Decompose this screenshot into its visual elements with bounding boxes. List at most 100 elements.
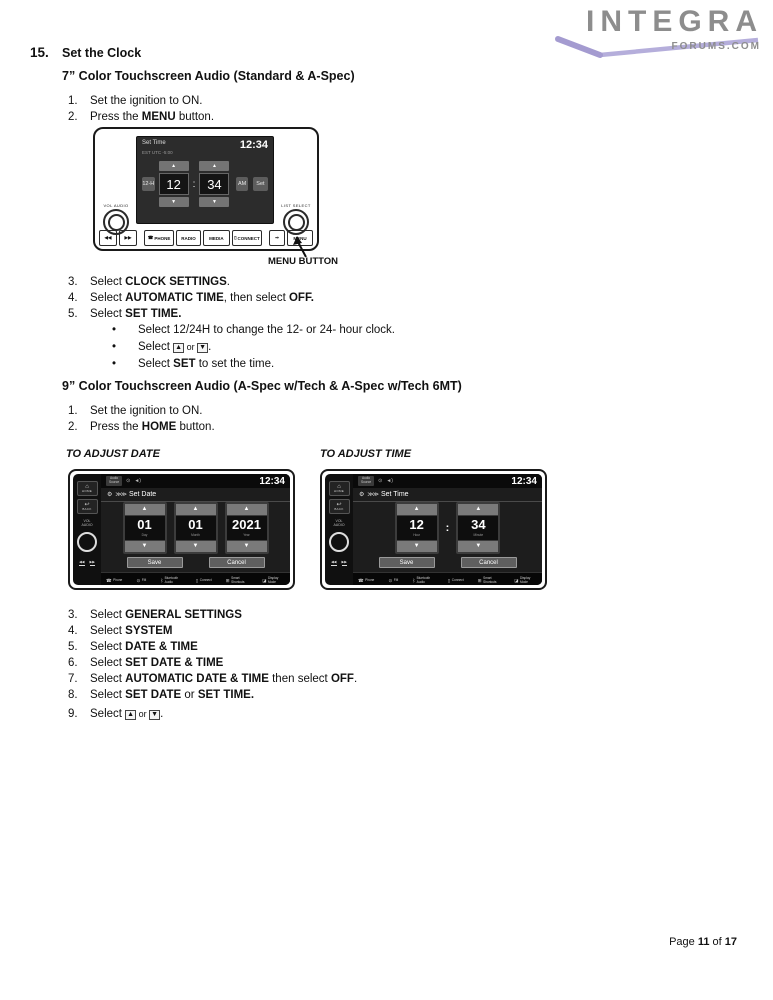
hour-value: 12 (409, 517, 424, 532)
dock-display-mode: ◪Display Mode (262, 575, 279, 584)
12h-mode-button: 12-H (142, 177, 155, 191)
step-row: 6. Select SET DATE & TIME (68, 655, 357, 671)
cancel-button: Cancel (460, 557, 517, 568)
connect-icon: ▯ (234, 235, 237, 240)
fm-icon: ⊙ (388, 577, 393, 583)
step-row: 3. Select CLOCK SETTINGS. (68, 274, 395, 290)
seek-forward-icon: ▶▶ (89, 559, 95, 566)
status-circle-icon: ⊙ (378, 478, 383, 484)
day-value: 01 (137, 517, 152, 532)
ampm-button: AM (236, 177, 248, 191)
step-text: Select SET DATE or SET TIME. (90, 689, 255, 701)
bluetooth-icon: ᛒ (160, 578, 164, 583)
seek-forward-icon: ▶▶ (124, 235, 132, 240)
volume-label: VOL AUDIO (333, 519, 345, 528)
home-button: ⌂ HOME (76, 481, 98, 496)
step-number: 7. (68, 673, 78, 685)
clock-readout: 12:34 (239, 139, 268, 151)
speaker-icon: ◄) (386, 478, 393, 484)
phone-icon: ☎ (147, 235, 154, 240)
screen-title: Set Time (142, 140, 166, 146)
status-circle-icon: ⊙ (126, 478, 131, 484)
list-label: LIST (281, 203, 292, 208)
step-row: 2. Press the HOME button. (68, 419, 215, 435)
radio7-screen: Set Time 12:34 EST UTC -5:00 12-H ▲ 12 ▼… (136, 136, 274, 224)
back-icon: ↩ (336, 502, 342, 508)
bullet-marker: • (112, 358, 117, 370)
clock-readout: 12:34 (259, 475, 285, 487)
step-row: 9. Select ▲ or ▼. (68, 706, 357, 722)
seek-buttons: ◀◀ ▶▶ (79, 560, 95, 566)
save-button: Save (378, 557, 435, 568)
step-row: 4. Select AUTOMATIC TIME, then select OF… (68, 290, 395, 306)
step-row: 1. Set the ignition to ON. (68, 403, 215, 419)
volume-knob (329, 531, 349, 552)
step-row: 7. Select AUTOMATIC DATE & TIME then sel… (68, 671, 357, 687)
knob-circle (283, 209, 309, 235)
phone-button: ☎PHONE (144, 230, 175, 246)
day-up-icon: ▲ (124, 504, 165, 515)
volume-knob (77, 531, 97, 552)
screen-header: ⚙ ≫≫ Set Time (353, 488, 542, 502)
logo-wordmark: INTEGRA (586, 5, 763, 38)
section9-steps-bottom: 3. Select GENERAL SETTINGS 4. Select SYS… (68, 607, 357, 722)
seek-forward-button: ▶▶ (119, 230, 137, 246)
step-row: 3. Select GENERAL SETTINGS (68, 607, 357, 623)
step-text: Select AUTOMATIC DATE & TIME then select… (90, 673, 358, 685)
gear-icon: ⚙ (107, 492, 113, 498)
bullet-text: Select SET to set the time. (138, 358, 275, 370)
back-button: ↩ BACK (76, 499, 98, 514)
smart-shortcuts-icon: ⊞ (477, 577, 482, 583)
page-footer: Page 11 of 17 (669, 936, 737, 948)
step-number: 4. (68, 625, 78, 637)
year-value: 2021 (232, 517, 261, 532)
page-number: 11 (697, 936, 710, 948)
bluetooth-icon: ᛒ (412, 578, 416, 583)
back-button: ⇒ (269, 230, 286, 246)
bullet-row: • Select ▲ or ▼. (68, 339, 395, 356)
media-button: MEDIA (202, 230, 230, 246)
select-label: SELECT (292, 203, 311, 208)
volume-label: VOL AUDIO (81, 519, 93, 528)
connect-icon: ▯ (447, 577, 451, 583)
hour-down-icon: ▼ (396, 541, 437, 552)
smart-shortcuts-icon: ⊞ (225, 577, 230, 583)
colon-separator: : (192, 178, 196, 190)
month-value: 01 (188, 517, 203, 532)
dock-connect: ▯Connect (195, 577, 212, 583)
page-total: 17 (724, 936, 737, 948)
section9-steps-top: 1. Set the ignition to ON. 2. Press the … (68, 403, 215, 435)
section9-title: 9” Color Touchscreen Audio (A-Spec w/Tec… (62, 379, 462, 393)
minute-up-icon: ▲ (199, 161, 230, 171)
action-buttons: Save Cancel (101, 554, 290, 572)
step-text: Select SYSTEM (90, 625, 173, 637)
month-down-icon: ▼ (175, 541, 216, 552)
display-mode-icon: ◪ (514, 577, 519, 583)
list-select-knob: LIST SELECT (279, 203, 313, 235)
step-number: 6. (68, 657, 78, 669)
save-button: Save (126, 557, 183, 568)
step-number: 2. (68, 111, 78, 123)
hour-value: 12 (158, 173, 189, 195)
set-button: Set (252, 177, 269, 191)
back-icon: ↩ (84, 502, 90, 508)
step-text: Press the HOME button. (90, 421, 215, 433)
minute-up-icon: ▲ (458, 504, 499, 515)
radio-9inch-time-illustration: ⌂ HOME ↩ BACK VOL AUDIO ◀◀ ▶▶ (320, 469, 547, 590)
fm-icon: ⊙ (136, 577, 141, 583)
radio9-side-controls: ⌂ HOME ↩ BACK VOL AUDIO ◀◀ ▶▶ (73, 474, 101, 585)
step-number: 4. (68, 292, 78, 304)
bullet-text: Select 12/24H to change the 12- or 24- h… (138, 324, 395, 336)
month-up-icon: ▲ (175, 504, 216, 515)
phone-icon: ☎ (106, 577, 112, 583)
connect-button: ▯CONNECT (231, 230, 263, 246)
